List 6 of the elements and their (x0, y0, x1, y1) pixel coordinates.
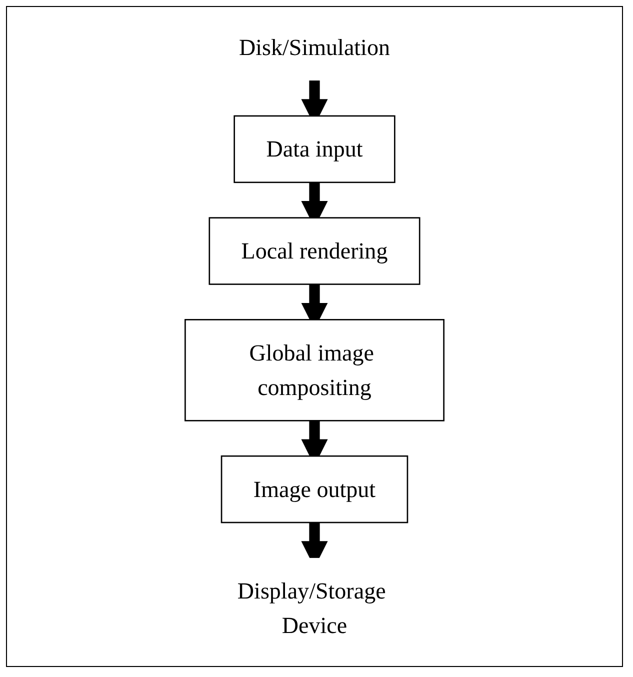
node-box (234, 115, 396, 184)
node-box (184, 319, 444, 422)
node-box (220, 455, 408, 524)
diagram-frame: Disk/Simulation Data input Local rendering Global image compositing Image output Display/Storage Device (6, 6, 623, 667)
node-text: Disk/Simulation (239, 34, 390, 60)
node-box (208, 217, 420, 285)
